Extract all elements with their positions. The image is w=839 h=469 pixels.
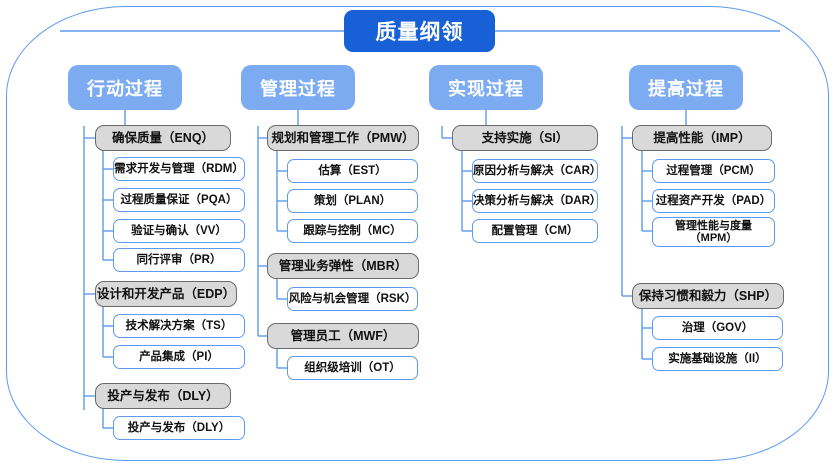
group-node-dly[interactable]: 投产与发布（DLY）: [95, 383, 231, 409]
leaf-node-ts[interactable]: 技术解决方案（TS）: [113, 314, 245, 338]
column-header-management-process[interactable]: 管理过程: [241, 65, 355, 110]
leaf-node-car[interactable]: 原因分析与解决（CAR）: [472, 159, 601, 183]
leaf-node-pcm[interactable]: 过程管理（PCM）: [652, 159, 775, 183]
leaf-node-pad[interactable]: 过程资产开发（PAD）: [652, 189, 775, 213]
leaf-node-mpm[interactable]: 管理性能与度量（MPM）: [652, 217, 775, 247]
leaf-node-est[interactable]: 估算（EST）: [287, 159, 418, 183]
leaf-node-ot[interactable]: 组织级培训（OT）: [287, 356, 418, 380]
column-header-realization-process[interactable]: 实现过程: [429, 65, 543, 110]
group-node-shp[interactable]: 保持习惯和毅力（SHP）: [632, 283, 784, 309]
leaf-node-pqa[interactable]: 过程质量保证（PQA）: [113, 188, 245, 212]
leaf-node-gov[interactable]: 治理（GOV）: [652, 316, 783, 340]
page-title: 质量纲领: [344, 10, 495, 52]
leaf-node-rsk[interactable]: 风险与机会管理（RSK）: [287, 287, 418, 311]
group-node-mbr[interactable]: 管理业务弹性（MBR）: [267, 253, 419, 279]
group-node-si[interactable]: 支持实施（SI）: [452, 125, 598, 151]
leaf-node-vv[interactable]: 验证与确认（VV）: [113, 219, 245, 243]
group-node-enq[interactable]: 确保质量（ENQ）: [95, 125, 231, 151]
leaf-node-rdm[interactable]: 需求开发与管理（RDM）: [113, 157, 245, 181]
leaf-node-pi[interactable]: 产品集成（PI）: [113, 345, 245, 369]
leaf-node-dly[interactable]: 投产与发布（DLY）: [113, 416, 245, 440]
leaf-node-dar[interactable]: 决策分析与解决（DAR）: [472, 189, 601, 213]
leaf-node-pr[interactable]: 同行评审（PR）: [113, 248, 245, 272]
column-header-action-process[interactable]: 行动过程: [68, 65, 182, 110]
leaf-node-cm[interactable]: 配置管理（CM）: [472, 219, 598, 243]
leaf-node-ii[interactable]: 实施基础设施（II）: [652, 347, 783, 371]
leaf-node-mc[interactable]: 跟踪与控制（MC）: [287, 219, 418, 243]
group-node-edp[interactable]: 设计和开发产品（EDP）: [95, 281, 237, 307]
group-node-pmw[interactable]: 规划和管理工作（PMW）: [267, 125, 419, 151]
column-header-improvement-process[interactable]: 提高过程: [629, 65, 743, 110]
group-node-mwf[interactable]: 管理员工（MWF）: [267, 323, 419, 349]
leaf-node-plan[interactable]: 策划（PLAN）: [287, 189, 418, 213]
group-node-imp[interactable]: 提高性能（IMP）: [632, 125, 772, 151]
